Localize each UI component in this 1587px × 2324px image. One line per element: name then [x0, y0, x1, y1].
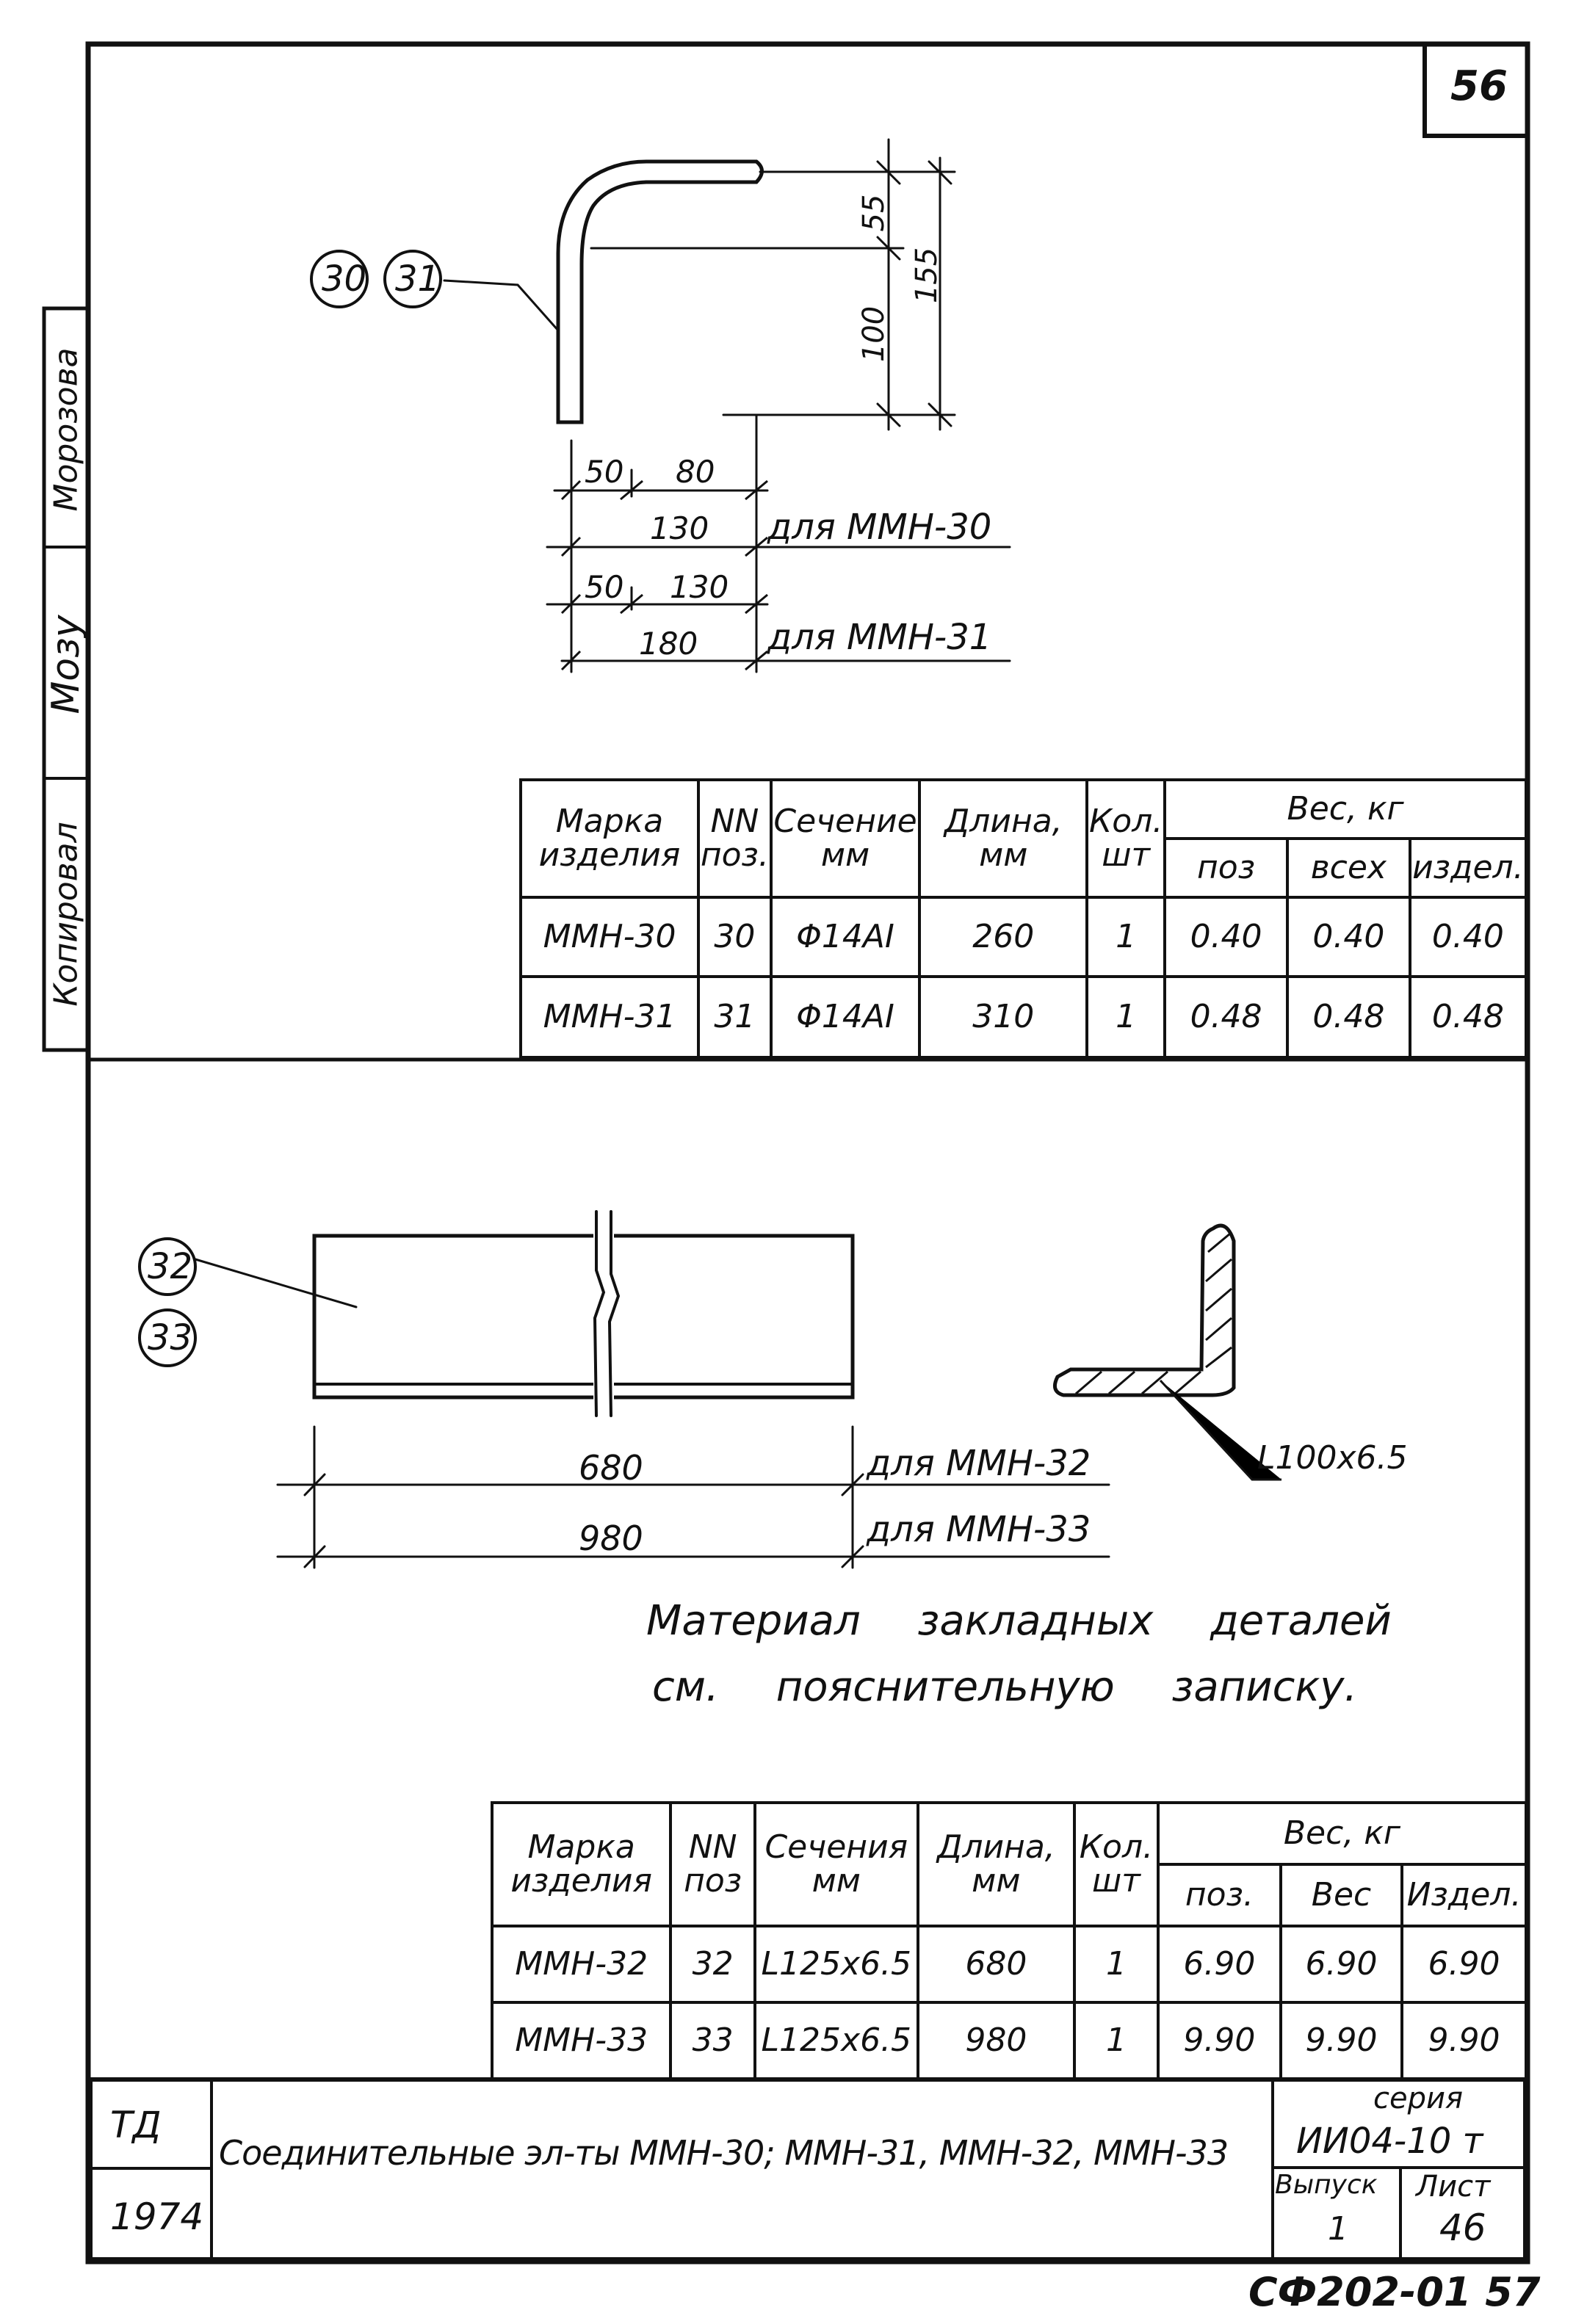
stamp-name: Морозова	[47, 347, 85, 512]
tb-org: ТД	[110, 2104, 162, 2146]
t1-r1-witem: 0.40	[1408, 896, 1528, 978]
table-row: ММН-30 30 Φ14АI 260 1 0.40 0.40 0.40	[518, 896, 1528, 978]
tb-title: Соединительные эл-ты ММН-30; ММН-31, ММН…	[219, 2133, 1229, 2173]
t2-r1-mark: ММН-32	[490, 1925, 673, 2004]
sheet-corner-number: 56	[1450, 62, 1508, 110]
t2-head-weight: Вес, кг	[1156, 1801, 1528, 1866]
t1-r2-qty: 1	[1085, 975, 1167, 1059]
t2-r2-mark: ММН-33	[490, 2001, 673, 2080]
t1-r1-mark: ММН-30	[518, 896, 701, 978]
table-row: ММН-31 31 Φ14АI 310 1 0.48 0.48 0.48	[518, 975, 1528, 1059]
t1-r2-mark: ММН-31	[518, 975, 701, 1059]
stamp-signature: Мозу	[44, 615, 88, 714]
t2-r2-qty: 1	[1073, 2001, 1160, 2080]
dim-680: 680	[579, 1448, 643, 1488]
t1-r1-wall: 0.40	[1285, 896, 1411, 978]
t2-r2-wpos: 9.90	[1156, 2001, 1282, 2080]
t1-r1-wpos: 0.40	[1163, 896, 1289, 978]
t1-head-weight: Вес, кг	[1163, 778, 1528, 840]
dim-180: 180	[639, 626, 698, 662]
t2-r1-wall: 6.90	[1279, 1925, 1404, 2004]
t2-r1-section: L125x6.5	[753, 1925, 919, 2004]
t1-r2-wpos: 0.48	[1163, 975, 1289, 1059]
t2-r1-wpos: 6.90	[1156, 1925, 1282, 2004]
dim-80: 80	[676, 454, 715, 490]
dim-55: 55	[857, 194, 891, 232]
note-mmn32: для ММН-32	[867, 1443, 1091, 1484]
t1-r1-qty: 1	[1085, 896, 1167, 978]
dim-100: 100	[857, 305, 891, 363]
tb-sheet-label: Лист	[1416, 2170, 1491, 2204]
dim-155: 155	[910, 247, 944, 304]
stamp-role: Копировал	[47, 822, 85, 1007]
dim-980: 980	[579, 1518, 643, 1558]
note-mmn30: для ММН-30	[767, 507, 992, 548]
dim-130: 130	[670, 569, 729, 605]
dim-130-total: 130	[650, 510, 709, 546]
footer-code: СФ202-01 57	[1248, 2269, 1541, 2315]
t2-r2-length: 980	[916, 2001, 1077, 2080]
angle-label: L100x6.5	[1257, 1439, 1408, 1477]
t1-r2-section: Φ14АI	[769, 975, 922, 1059]
title-block-sheet-cell	[1399, 2166, 1528, 2262]
tb-issue-value: 1	[1328, 2210, 1348, 2248]
t1-r1-length: 260	[918, 896, 1089, 978]
tb-series-value: ИИ04-10 т	[1296, 2121, 1483, 2162]
t2-head-length: Длина,мм	[916, 1801, 1077, 1927]
tb-sheet-value: 46	[1439, 2207, 1486, 2249]
dim-50-b: 50	[585, 569, 624, 605]
material-note-line2: см. пояснительную записку.	[652, 1663, 1358, 1711]
callout-32: 32	[148, 1246, 193, 1287]
t1-r2-length: 310	[918, 975, 1089, 1059]
t1-r2-pos: 31	[697, 975, 773, 1059]
t1-head-qty: Кол.шт	[1085, 778, 1167, 899]
callout-30: 30	[322, 258, 367, 300]
t1-head-w-pos: поз	[1163, 837, 1289, 899]
table-row: ММН-32 32 L125x6.5 680 1 6.90 6.90 6.90	[490, 1925, 1528, 2004]
t2-r2-section: L125x6.5	[753, 2001, 919, 2080]
t1-head-length: Длина,мм	[918, 778, 1089, 899]
t2-r1-length: 680	[916, 1925, 1077, 2004]
t1-r1-section: Φ14АI	[769, 896, 922, 978]
t2-r2-wall: 9.90	[1279, 2001, 1404, 2080]
t1-head-w-item: издел.	[1408, 837, 1528, 899]
tb-year: 1974	[110, 2196, 204, 2238]
note-mmn31: для ММН-31	[767, 617, 992, 658]
t2-r2-pos: 33	[669, 2001, 756, 2080]
t1-r2-witem: 0.48	[1408, 975, 1528, 1059]
callout-33: 33	[148, 1317, 193, 1358]
t1-r2-wall: 0.48	[1285, 975, 1411, 1059]
tb-series-label: серия	[1373, 2082, 1464, 2115]
title-block-year-cell	[88, 2167, 213, 2262]
callout-31: 31	[395, 258, 441, 300]
t2-head-qty: Кол.шт	[1073, 1801, 1160, 1927]
t2-r2-witem: 9.90	[1400, 2001, 1528, 2080]
t2-head-w-all: Вес	[1279, 1863, 1404, 1927]
t2-head-w-item: Издел.	[1400, 1863, 1528, 1927]
tb-issue-label: Выпуск	[1275, 2170, 1378, 2200]
t2-r1-witem: 6.90	[1400, 1925, 1528, 2004]
table-row: ММН-33 33 L125x6.5 980 1 9.90 9.90 9.90	[490, 2001, 1528, 2080]
t1-head-w-all: всех	[1285, 837, 1411, 899]
note-mmn33: для ММН-33	[867, 1509, 1091, 1550]
t1-r1-pos: 30	[697, 896, 773, 978]
dim-50-a: 50	[585, 454, 624, 490]
t2-r1-qty: 1	[1073, 1925, 1160, 2004]
t2-r1-pos: 32	[669, 1925, 756, 2004]
t2-head-w-pos: поз.	[1156, 1863, 1282, 1927]
material-note-line1: Материал закладных деталей	[646, 1597, 1392, 1645]
